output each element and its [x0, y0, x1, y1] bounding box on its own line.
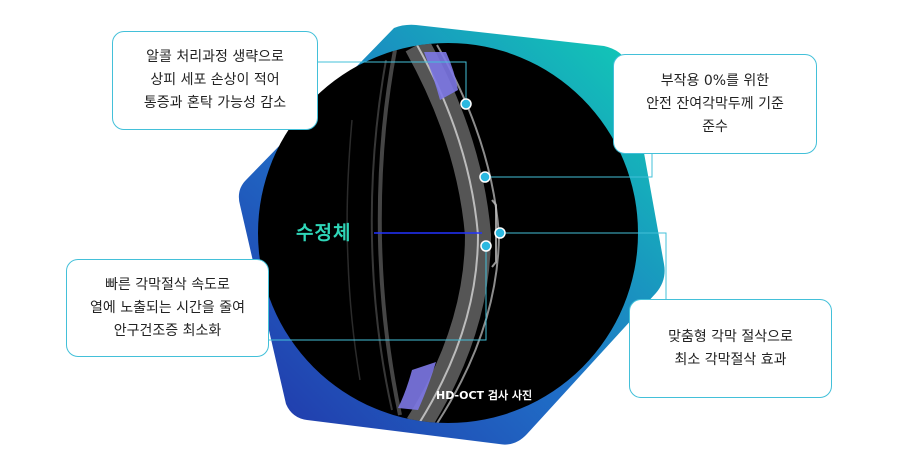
- highlight-bottom: [398, 362, 436, 410]
- image-caption: HD-OCT 검사 사진: [436, 389, 533, 402]
- marker-dot-2: [479, 171, 491, 183]
- marker-dot-1: [460, 98, 472, 110]
- marker-dot-4: [480, 240, 492, 252]
- connector-bottom-left: [269, 246, 487, 341]
- connector-bottom-right: [500, 232, 667, 299]
- callout-top-right: 부작용 0%를 위한 안전 잔여각막두께 기준 준수: [613, 54, 817, 154]
- callout-bottom-left-text: 빠른 각막절삭 속도로 열에 노출되는 시간을 줄여 안구건조증 최소화: [89, 276, 246, 339]
- connector-top-right: [484, 154, 653, 178]
- callout-bottom-right-text: 맞춤형 각막 절삭으로 최소 각막절삭 효과: [668, 328, 793, 368]
- marker-dot-3: [494, 227, 506, 239]
- callout-top-left-text: 알콜 처리과정 생략으로 상피 세포 손상이 적어 통증과 혼탁 가능성 감소: [143, 49, 287, 111]
- callout-top-right-text: 부작용 0%를 위한 안전 잔여각막두께 기준 준수: [646, 72, 784, 135]
- callout-bottom-right: 맞춤형 각막 절삭으로 최소 각막절삭 효과: [629, 299, 832, 398]
- callout-bottom-left: 빠른 각막절삭 속도로 열에 노출되는 시간을 줄여 안구건조증 최소화: [66, 259, 269, 357]
- connector-top-left: [318, 61, 467, 103]
- callout-top-left: 알콜 처리과정 생략으로 상피 세포 손상이 적어 통증과 혼탁 가능성 감소: [112, 31, 318, 130]
- lens-label: 수정체: [296, 222, 352, 244]
- highlight-top: [424, 52, 458, 100]
